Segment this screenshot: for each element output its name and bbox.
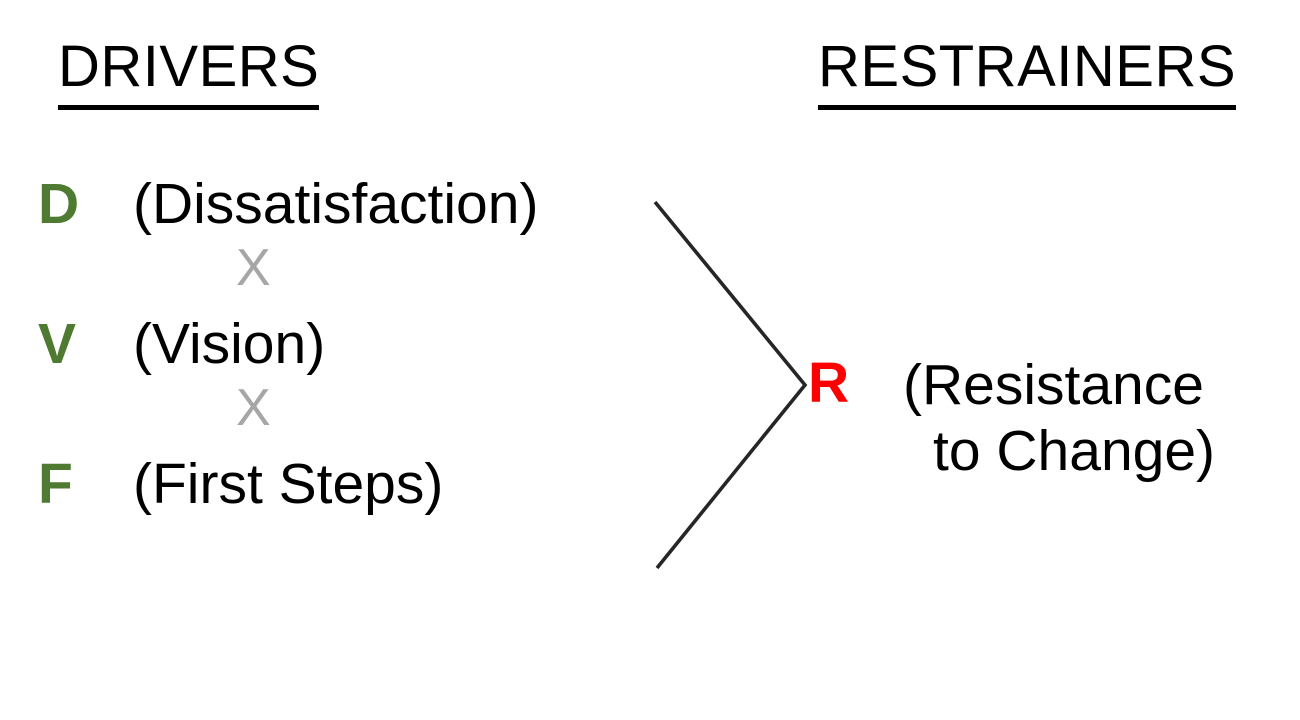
restrainers-header-text: RESTRAINERS	[818, 38, 1237, 110]
chevron-stroke	[653, 200, 808, 570]
operator-row-2: X	[0, 380, 660, 448]
driver-letter-v: V	[38, 311, 77, 376]
driver-letter-d: D	[38, 171, 80, 236]
drivers-header-text: DRIVERS	[58, 38, 320, 110]
driver-label-first-steps: (First Steps)	[133, 451, 444, 516]
driver-item-f: F (First Steps)	[0, 448, 660, 520]
driver-item-d: D (Dissatisfaction)	[0, 168, 660, 240]
driver-label-vision: (Vision)	[133, 311, 326, 376]
restrainer-label-line-2: to Change)	[933, 419, 1216, 484]
operator-row-1: X	[0, 240, 660, 308]
driver-label-dissatisfaction: (Dissatisfaction)	[133, 171, 539, 236]
driver-item-v: V (Vision)	[0, 308, 660, 380]
restrainer-label: (Resistance to Change)	[903, 352, 1215, 484]
multiply-icon-2: X	[236, 379, 271, 437]
driver-letter-f: F	[38, 451, 73, 516]
restrainer-label-line-1: (Resistance	[903, 353, 1204, 417]
drivers-column-header: DRIVERS	[58, 38, 320, 110]
restrainer-letter-r: R	[808, 351, 850, 415]
multiply-icon-1: X	[236, 239, 271, 297]
restrainers-column-header: RESTRAINERS	[818, 38, 1237, 110]
drivers-list: D (Dissatisfaction) X V (Vision) X F (Fi…	[0, 168, 660, 520]
